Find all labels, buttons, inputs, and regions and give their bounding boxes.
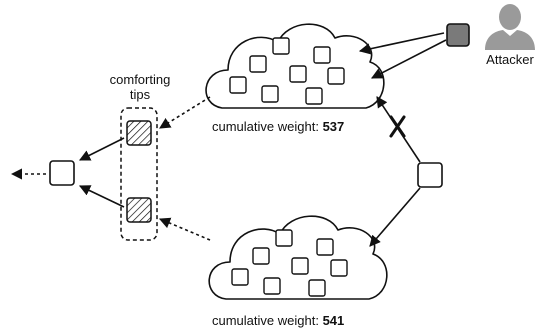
top-cloud-tx: [327, 67, 345, 85]
bottom-cloud-tx: [275, 229, 293, 247]
top-cloud-tx: [289, 65, 307, 83]
blocked-edge-cross-icon: [389, 115, 406, 138]
top-cloud-tx: [313, 46, 331, 64]
edge-attacker-to-cloud-1: [358, 32, 445, 55]
attacker-transaction: [446, 23, 470, 47]
tip-bottom: [126, 197, 152, 223]
left-transaction: [49, 160, 75, 186]
comforting-tips-group: [120, 107, 158, 241]
bottom-cloud-tx: [263, 277, 281, 295]
bottom-cloud-tx: [231, 268, 249, 286]
bottom-cloud-tx: [308, 279, 326, 297]
attacker-label: Attacker: [486, 52, 534, 67]
edge-attacker-to-cloud-2: [371, 39, 447, 79]
bottom-cloud-tx: [330, 259, 348, 277]
top-cloud-tx: [249, 55, 267, 73]
bottom-cloud-tx: [252, 247, 270, 265]
top-weight-label: cumulative weight: 537: [212, 119, 344, 134]
tip-top: [126, 120, 152, 146]
top-cloud-tx: [229, 76, 247, 94]
top-cloud-transactions: [229, 37, 345, 105]
edge-top-cloud-to-tip: [159, 96, 211, 129]
comforting-tips-label: comforting: [110, 72, 171, 87]
top-cloud-tx: [272, 37, 290, 55]
bottom-cloud-tx: [291, 257, 309, 275]
edge-tip-top-to-left: [78, 137, 125, 161]
edge-tip-bottom-to-left: [78, 185, 125, 208]
bottom-cloud-transactions: [231, 229, 348, 297]
attacker-icon: [485, 4, 535, 50]
top-cloud-tx: [305, 87, 323, 105]
edge-bottom-cloud-to-tip: [158, 217, 211, 241]
top-cloud-tx: [261, 85, 279, 103]
bottom-weight-label: cumulative weight: 541: [212, 313, 344, 328]
comforting-tips-label-line2: tips: [130, 87, 151, 102]
edge-right-to-bottom-cloud: [369, 187, 421, 247]
bottom-cloud-tx: [316, 238, 334, 256]
right-transaction: [417, 162, 443, 188]
